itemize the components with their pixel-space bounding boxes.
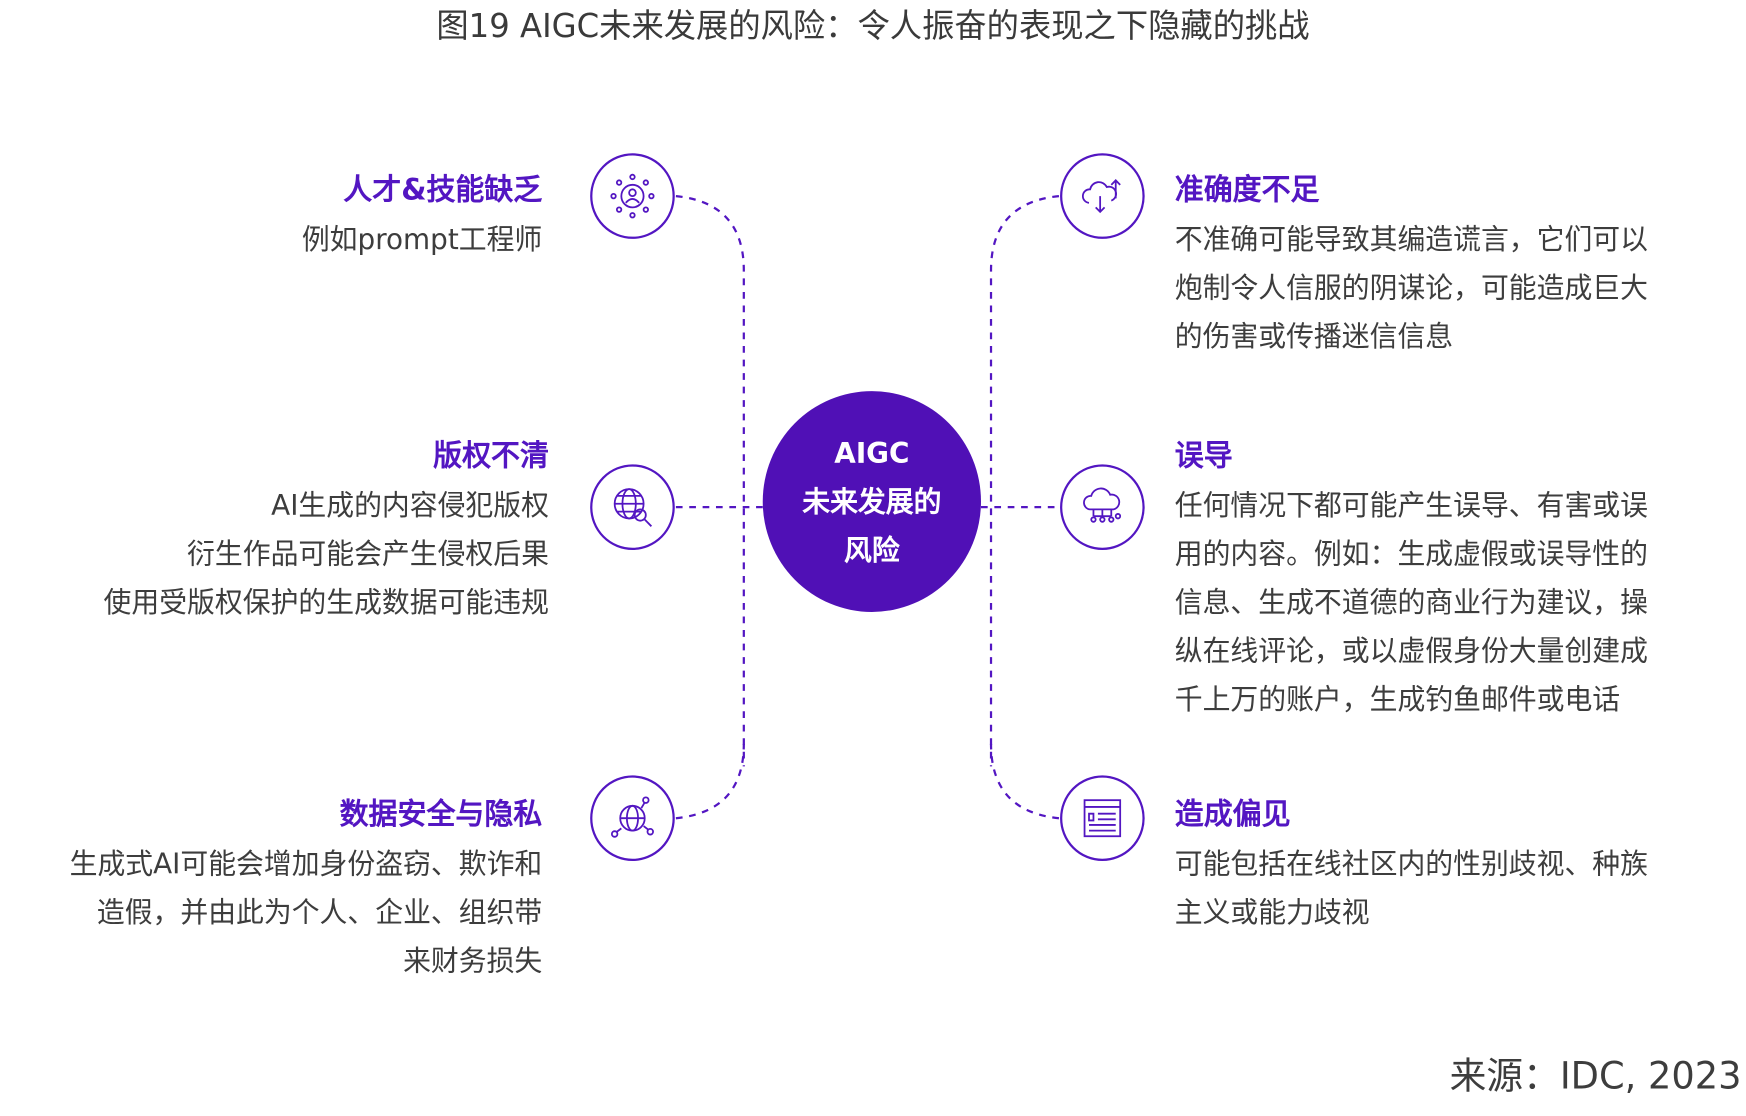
risk-desc-line: 来财务损失	[403, 944, 543, 978]
risk-heading: 版权不清	[433, 439, 549, 474]
risk-heading: 造成偏见	[1174, 797, 1291, 832]
risk-desc-line: 生成式AI可能会增加身份盗窃、欺诈和	[69, 847, 543, 881]
risk-accuracy: 准确度不足 不准确可能导致其编造谎言，它们可以 炮制令人信服的阴谋论，可能造成巨…	[1175, 167, 1648, 361]
risk-desc-line: 用的内容。例如：生成虚假或误导性的	[1174, 537, 1648, 571]
risk-heading: 误导	[1174, 439, 1233, 474]
risk-bias: 造成偏见 可能包括在线社区内的性别歧视、种族 主义或能力歧视	[1175, 791, 1648, 936]
globe-network-icon	[590, 775, 675, 862]
risk-desc-line: AI生成的内容侵犯版权	[271, 489, 549, 522]
risk-talent-skills: 人才&技能缺乏 例如prompt工程师	[302, 167, 542, 264]
risk-desc-line: 炮制令人信服的阴谋论，可能造成巨大	[1174, 271, 1648, 305]
risk-desc-line: 可能包括在线社区内的性别歧视、种族	[1174, 847, 1648, 881]
risk-desc-line: 的伤害或传播迷信信息	[1174, 320, 1454, 353]
globe-search-icon	[590, 464, 675, 550]
risk-desc-line: 不准确可能导致其编造谎言，它们可以	[1174, 223, 1648, 256]
risk-heading: 数据安全与隐私	[339, 797, 543, 832]
source-note: 来源：IDC, 2023	[1449, 1053, 1742, 1098]
cloud-network-icon	[1060, 464, 1145, 550]
cloud-transfer-icon	[1060, 153, 1145, 239]
risk-desc-line: 例如prompt工程师	[301, 223, 543, 256]
risk-heading: 人才&技能缺乏	[343, 173, 543, 208]
risk-data-privacy: 数据安全与隐私 生成式AI可能会增加身份盗窃、欺诈和 造假，并由此为个人、企业、…	[70, 791, 543, 985]
center-line: AIGC	[834, 436, 910, 470]
connector-right-bottom	[989, 743, 1060, 820]
center-node: AIGC 未来发展的 风险	[762, 391, 981, 612]
center-line: 风险	[844, 533, 900, 567]
risk-misleading: 误导 任何情况下都可能产生误导、有害或误 用的内容。例如：生成虚假或误导性的 信…	[1175, 433, 1648, 724]
connector-left-top	[675, 194, 745, 767]
risk-desc-line: 千上万的账户，生成钓鱼邮件或电话	[1174, 682, 1621, 716]
document-window-icon	[1060, 775, 1145, 862]
risk-desc-line: 衍生作品可能会产生侵权后果	[187, 537, 549, 571]
risk-desc-line: 造假，并由此为个人、企业、组织带	[96, 895, 543, 929]
risk-heading: 准确度不足	[1174, 173, 1320, 208]
connector-right-top	[989, 194, 1060, 767]
risk-desc-line: 主义或能力歧视	[1174, 895, 1370, 929]
connector-left-bottom	[675, 743, 745, 820]
risk-desc-line: 信息、生成不道德的商业行为建议，操	[1174, 586, 1648, 619]
figure-title: 图19 AIGC未来发展的风险：令人振奋的表现之下隐藏的挑战	[436, 6, 1310, 46]
risk-desc-line: 使用受版权保护的生成数据可能违规	[103, 586, 549, 619]
center-line: 未来发展的	[802, 485, 942, 518]
risk-desc-line: 纵在线评论，或以虚假身份大量创建成	[1174, 634, 1648, 668]
risk-desc-line: 任何情况下都可能产生误导、有害或误	[1174, 489, 1648, 522]
risk-copyright: 版权不清 AI生成的内容侵犯版权 衍生作品可能会产生侵权后果 使用受版权保护的生…	[104, 433, 549, 627]
people-network-icon	[590, 153, 675, 239]
